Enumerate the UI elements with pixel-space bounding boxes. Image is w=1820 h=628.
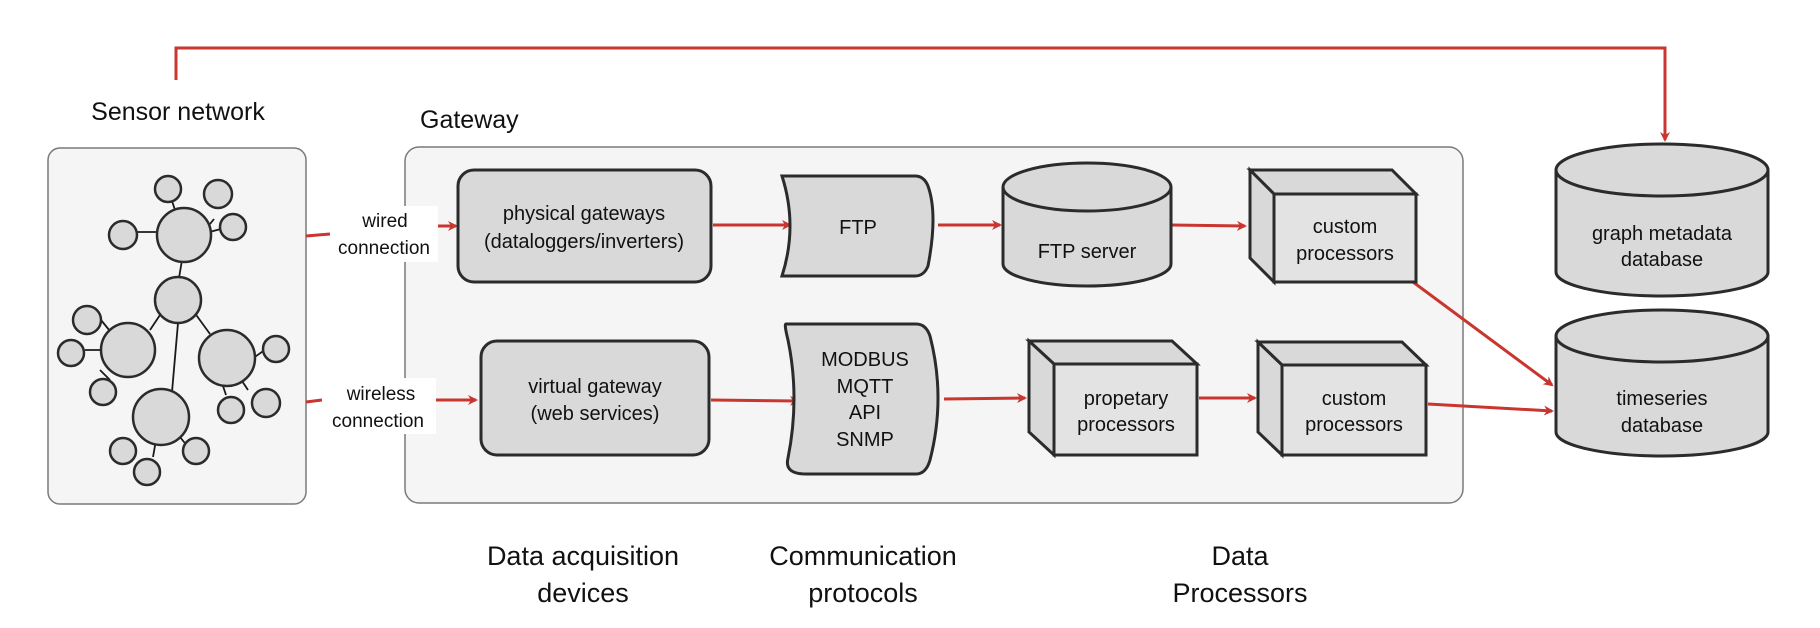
metadata-flow-arrow — [174, 46, 1670, 142]
server-to-processors-arrow — [1170, 220, 1247, 231]
wireless-arrow — [305, 398, 323, 404]
virtual-gateway-box: virtual gateway (web services) — [479, 339, 711, 457]
sensor-node — [218, 212, 248, 242]
svg-text:API: API — [849, 402, 881, 424]
sensor-node — [71, 304, 103, 336]
propetary-processors-cube: propetary processors — [1025, 337, 1201, 459]
sensor-hub-node — [155, 206, 213, 264]
sensor-node — [88, 377, 118, 407]
protocols-label: Communication protocols — [769, 541, 957, 608]
svg-text:Processors: Processors — [1172, 578, 1307, 608]
wireless-connection-label: wireless connection — [322, 378, 436, 434]
sensor-network-graph — [56, 174, 291, 487]
sensor-node — [202, 178, 234, 210]
sensor-node — [56, 338, 86, 368]
protocols-to-propetary-arrow — [943, 393, 1027, 404]
svg-text:propetary: propetary — [1084, 388, 1169, 410]
custom-top-to-timeseries-arrow — [1412, 280, 1554, 387]
svg-text:processors: processors — [1305, 414, 1403, 436]
svg-text:devices: devices — [537, 578, 629, 608]
virtual-to-protocols-arrow — [710, 395, 800, 406]
sensor-node — [250, 387, 282, 419]
svg-text:wired: wired — [361, 211, 407, 232]
physical-gateways-box: physical gateways (dataloggers/inverters… — [456, 168, 713, 284]
timeseries-database-cylinder: timeseries database — [1554, 308, 1770, 458]
sensor-node — [216, 395, 246, 425]
protocols-shape: MODBUS MQTT API SNMP — [783, 322, 940, 476]
svg-text:FTP: FTP — [839, 217, 877, 239]
svg-text:timeseries: timeseries — [1616, 388, 1707, 410]
sensor-node — [132, 457, 162, 487]
graph-metadata-database-cylinder: graph metadata database — [1554, 142, 1770, 298]
svg-text:custom: custom — [1313, 216, 1377, 238]
network-link — [193, 311, 211, 335]
svg-text:(dataloggers/inverters): (dataloggers/inverters) — [484, 231, 684, 253]
network-link — [99, 369, 111, 381]
svg-text:protocols: protocols — [808, 578, 918, 608]
sensor-hub-node — [197, 328, 257, 388]
svg-text:wireless: wireless — [346, 384, 416, 405]
svg-text:processors: processors — [1296, 243, 1394, 265]
svg-text:connection: connection — [332, 411, 424, 432]
svg-text:virtual gateway: virtual gateway — [528, 376, 661, 398]
processors-label: Data Processors — [1172, 541, 1307, 608]
svg-text:connection: connection — [338, 238, 430, 259]
wired-arrow — [305, 232, 331, 238]
svg-text:processors: processors — [1077, 414, 1175, 436]
custom-bottom-to-timeseries-arrow — [1427, 402, 1554, 416]
svg-text:Data acquisition: Data acquisition — [487, 541, 679, 571]
svg-text:database: database — [1621, 249, 1703, 271]
sensor-node — [261, 334, 291, 364]
wired-connection-label: wired connection — [330, 206, 438, 262]
gateway-title: Gateway — [420, 106, 519, 134]
ftp-server-cylinder: FTP server — [1001, 161, 1173, 288]
svg-text:custom: custom — [1322, 388, 1386, 410]
sensor-network-title: Sensor network — [91, 98, 265, 126]
acquisition-label: Data acquisition devices — [487, 541, 679, 608]
sensor-node — [108, 436, 138, 466]
svg-text:physical gateways: physical gateways — [503, 203, 665, 225]
svg-text:Data: Data — [1211, 541, 1269, 571]
svg-text:SNMP: SNMP — [836, 429, 894, 451]
sensor-hub-node — [131, 387, 191, 447]
svg-text:graph metadata: graph metadata — [1592, 223, 1733, 245]
svg-text:(web services): (web services) — [531, 403, 660, 425]
svg-text:MQTT: MQTT — [837, 376, 894, 398]
flow-arrows — [174, 46, 1670, 416]
sensor-hub-node — [99, 321, 157, 379]
sensor-node — [107, 219, 139, 251]
svg-text:MODBUS: MODBUS — [821, 349, 909, 371]
sensor-node — [153, 174, 183, 204]
svg-text:FTP server: FTP server — [1038, 241, 1137, 263]
sensor-node — [181, 436, 211, 466]
custom-processors-bottom-cube: custom processors — [1254, 338, 1430, 459]
svg-text:Communication: Communication — [769, 541, 957, 571]
network-link — [171, 322, 179, 393]
svg-text:database: database — [1621, 415, 1703, 437]
custom-processors-top-cube: custom processors — [1246, 166, 1420, 286]
sensor-hub-node — [153, 275, 203, 325]
ftp-protocol-shape: FTP — [779, 174, 935, 278]
